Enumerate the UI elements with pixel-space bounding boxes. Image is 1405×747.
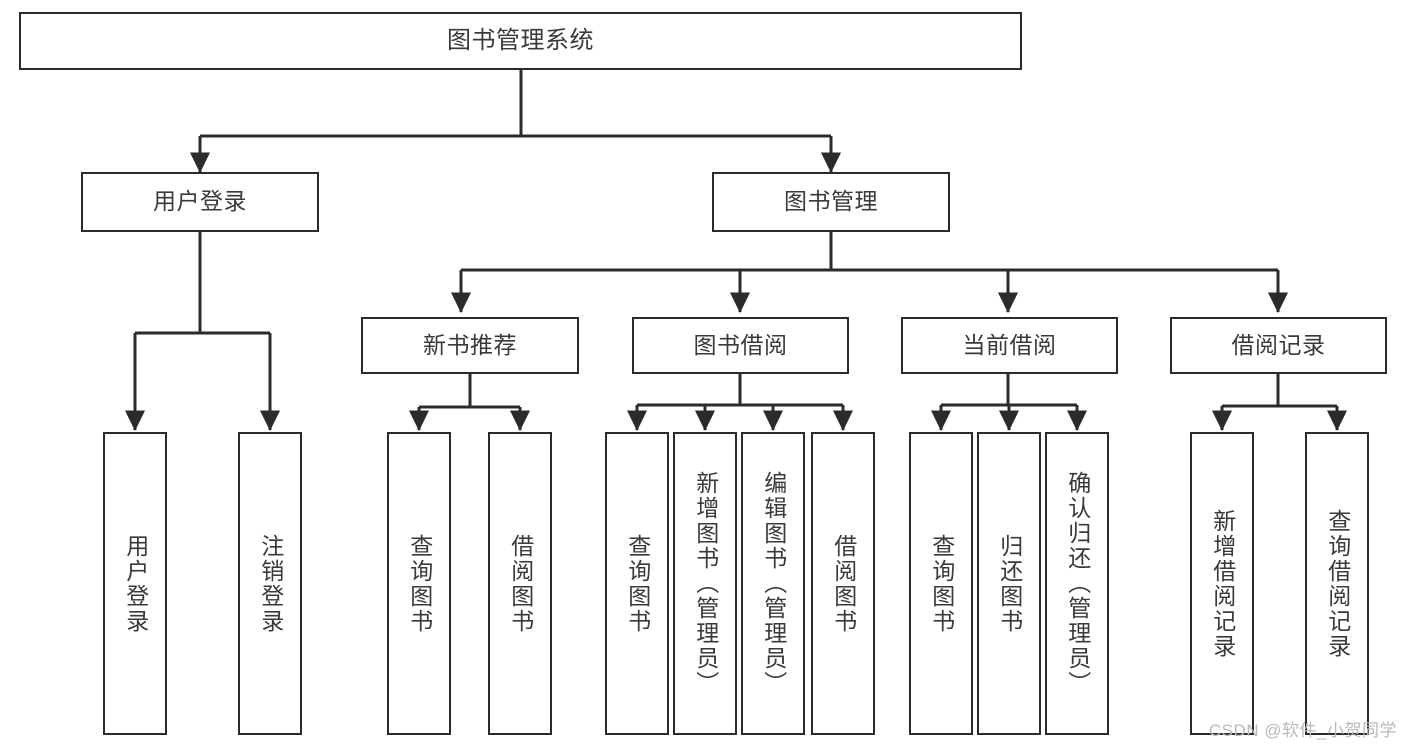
- node-user-login[interactable]: 用户登录: [81, 172, 319, 232]
- node-leaf-user-login[interactable]: 用户登录: [103, 432, 167, 735]
- node-leaf-add-book-label: 新增图书（管理员）: [692, 471, 719, 696]
- node-borrow-record[interactable]: 借阅记录: [1170, 317, 1387, 374]
- node-leaf-edit-book[interactable]: 编辑图书（管理员）: [741, 432, 805, 735]
- node-leaf-borrow-book-1-label: 借阅图书: [507, 533, 534, 634]
- node-user-login-label: 用户登录: [153, 188, 247, 215]
- node-new-book-recommend[interactable]: 新书推荐: [361, 317, 579, 374]
- node-book-manage[interactable]: 图书管理: [712, 172, 950, 232]
- node-leaf-query-book-3[interactable]: 查询图书: [909, 432, 973, 735]
- node-leaf-query-book-3-label: 查询图书: [928, 533, 955, 634]
- node-leaf-query-book-2-label: 查询图书: [624, 533, 651, 634]
- node-leaf-borrow-book-2-label: 借阅图书: [830, 533, 857, 634]
- node-leaf-logout-label: 注销登录: [257, 533, 284, 634]
- node-root[interactable]: 图书管理系统: [19, 12, 1022, 70]
- node-leaf-query-record[interactable]: 查询借阅记录: [1305, 432, 1369, 735]
- node-leaf-add-record[interactable]: 新增借阅记录: [1190, 432, 1254, 735]
- node-leaf-return-book[interactable]: 归还图书: [977, 432, 1041, 735]
- node-leaf-confirm-return-label: 确认归还（管理员）: [1064, 471, 1091, 696]
- node-leaf-logout[interactable]: 注销登录: [238, 432, 302, 735]
- node-leaf-return-book-label: 归还图书: [996, 533, 1023, 634]
- node-leaf-query-book-1[interactable]: 查询图书: [387, 432, 451, 735]
- node-leaf-add-book[interactable]: 新增图书（管理员）: [673, 432, 737, 735]
- node-leaf-confirm-return[interactable]: 确认归还（管理员）: [1045, 432, 1109, 735]
- node-book-manage-label: 图书管理: [784, 188, 878, 215]
- node-borrow-record-label: 借阅记录: [1231, 331, 1326, 358]
- node-leaf-user-login-label: 用户登录: [122, 533, 149, 634]
- node-root-label: 图书管理系统: [447, 26, 594, 54]
- node-leaf-add-record-label: 新增借阅记录: [1209, 508, 1236, 659]
- node-leaf-borrow-book-2[interactable]: 借阅图书: [811, 432, 875, 735]
- watermark: CSDN @软件_小贺同学: [1208, 721, 1397, 740]
- node-leaf-borrow-book-1[interactable]: 借阅图书: [488, 432, 552, 735]
- node-book-borrow[interactable]: 图书借阅: [632, 317, 849, 374]
- node-leaf-query-book-2[interactable]: 查询图书: [605, 432, 669, 735]
- node-leaf-query-book-1-label: 查询图书: [406, 533, 433, 634]
- node-current-borrow-label: 当前借阅: [962, 331, 1057, 358]
- node-leaf-edit-book-label: 编辑图书（管理员）: [760, 471, 787, 696]
- node-new-book-recommend-label: 新书推荐: [423, 331, 517, 358]
- node-book-borrow-label: 图书借阅: [693, 331, 788, 358]
- node-leaf-query-record-label: 查询借阅记录: [1324, 508, 1351, 659]
- node-current-borrow[interactable]: 当前借阅: [901, 317, 1118, 374]
